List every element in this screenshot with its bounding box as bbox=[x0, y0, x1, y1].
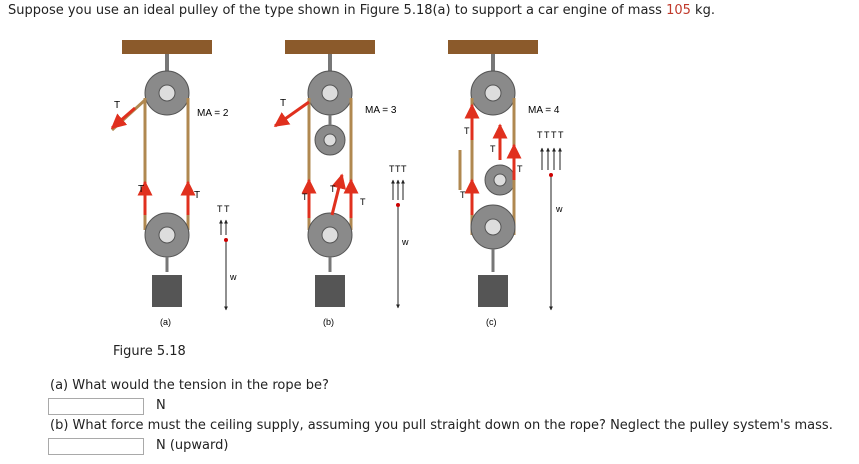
weight-label: w bbox=[401, 237, 409, 247]
svg-text:T: T bbox=[360, 197, 366, 207]
panel-label-c: (c) bbox=[486, 317, 497, 327]
engine-block-a bbox=[152, 275, 182, 307]
svg-text:T: T bbox=[224, 204, 230, 214]
pulley-figure: T T T MA = 2 (a) T T w T MA = 3 bbox=[110, 40, 564, 327]
ma-label-c: MA = 4 bbox=[528, 105, 560, 116]
question-suffix: kg. bbox=[690, 3, 715, 18]
question-text: Suppose you use an ideal pulley of the t… bbox=[8, 3, 715, 18]
svg-text:T: T bbox=[517, 164, 523, 174]
part-a-unit: N bbox=[156, 398, 166, 413]
weight-label: w bbox=[555, 204, 563, 214]
svg-text:T: T bbox=[330, 184, 336, 194]
svg-text:T: T bbox=[464, 126, 470, 136]
svg-text:T: T bbox=[490, 144, 496, 154]
ceiling-c bbox=[448, 40, 538, 54]
part-b-answer-input[interactable] bbox=[48, 438, 144, 455]
part-b-unit: N (upward) bbox=[156, 438, 229, 453]
figure-caption: Figure 5.18 bbox=[113, 344, 186, 359]
part-a-question: (a) What would the tension in the rope b… bbox=[50, 378, 329, 393]
part-b-question: (b) What force must the ceiling supply, … bbox=[50, 418, 833, 433]
panel-a: T T T MA = 2 (a) T T w bbox=[110, 40, 237, 327]
svg-text:T: T bbox=[395, 164, 401, 174]
svg-text:T: T bbox=[460, 190, 466, 200]
svg-text:T: T bbox=[389, 164, 395, 174]
mass-value: 105 bbox=[666, 3, 691, 18]
ma-label-a: MA = 2 bbox=[197, 108, 229, 119]
svg-text:T: T bbox=[280, 98, 286, 109]
question-prefix: Suppose you use an ideal pulley of the t… bbox=[8, 3, 667, 18]
tension-label: T bbox=[138, 184, 144, 195]
svg-text:T: T bbox=[544, 130, 550, 140]
tension-label: T bbox=[194, 190, 200, 201]
panel-label-b: (b) bbox=[323, 317, 334, 327]
svg-text:T: T bbox=[558, 130, 564, 140]
svg-text:T: T bbox=[401, 164, 407, 174]
svg-text:T: T bbox=[551, 130, 557, 140]
ceiling-b bbox=[285, 40, 375, 54]
part-a-answer-input[interactable] bbox=[48, 398, 144, 415]
svg-text:T: T bbox=[302, 192, 308, 202]
engine-block-c bbox=[478, 275, 508, 307]
panel-c: T T T T MA = 4 (c) T T T T w bbox=[448, 40, 564, 327]
engine-block-b bbox=[315, 275, 345, 307]
ceiling-a bbox=[122, 40, 212, 54]
svg-text:T: T bbox=[537, 130, 543, 140]
svg-text:T: T bbox=[217, 204, 223, 214]
ma-label-b: MA = 3 bbox=[365, 105, 397, 116]
weight-label: w bbox=[229, 272, 237, 282]
tension-label: T bbox=[114, 100, 120, 111]
panel-label-a: (a) bbox=[160, 317, 171, 327]
panel-b: T MA = 3 T T T (b) T T T w bbox=[273, 40, 409, 327]
